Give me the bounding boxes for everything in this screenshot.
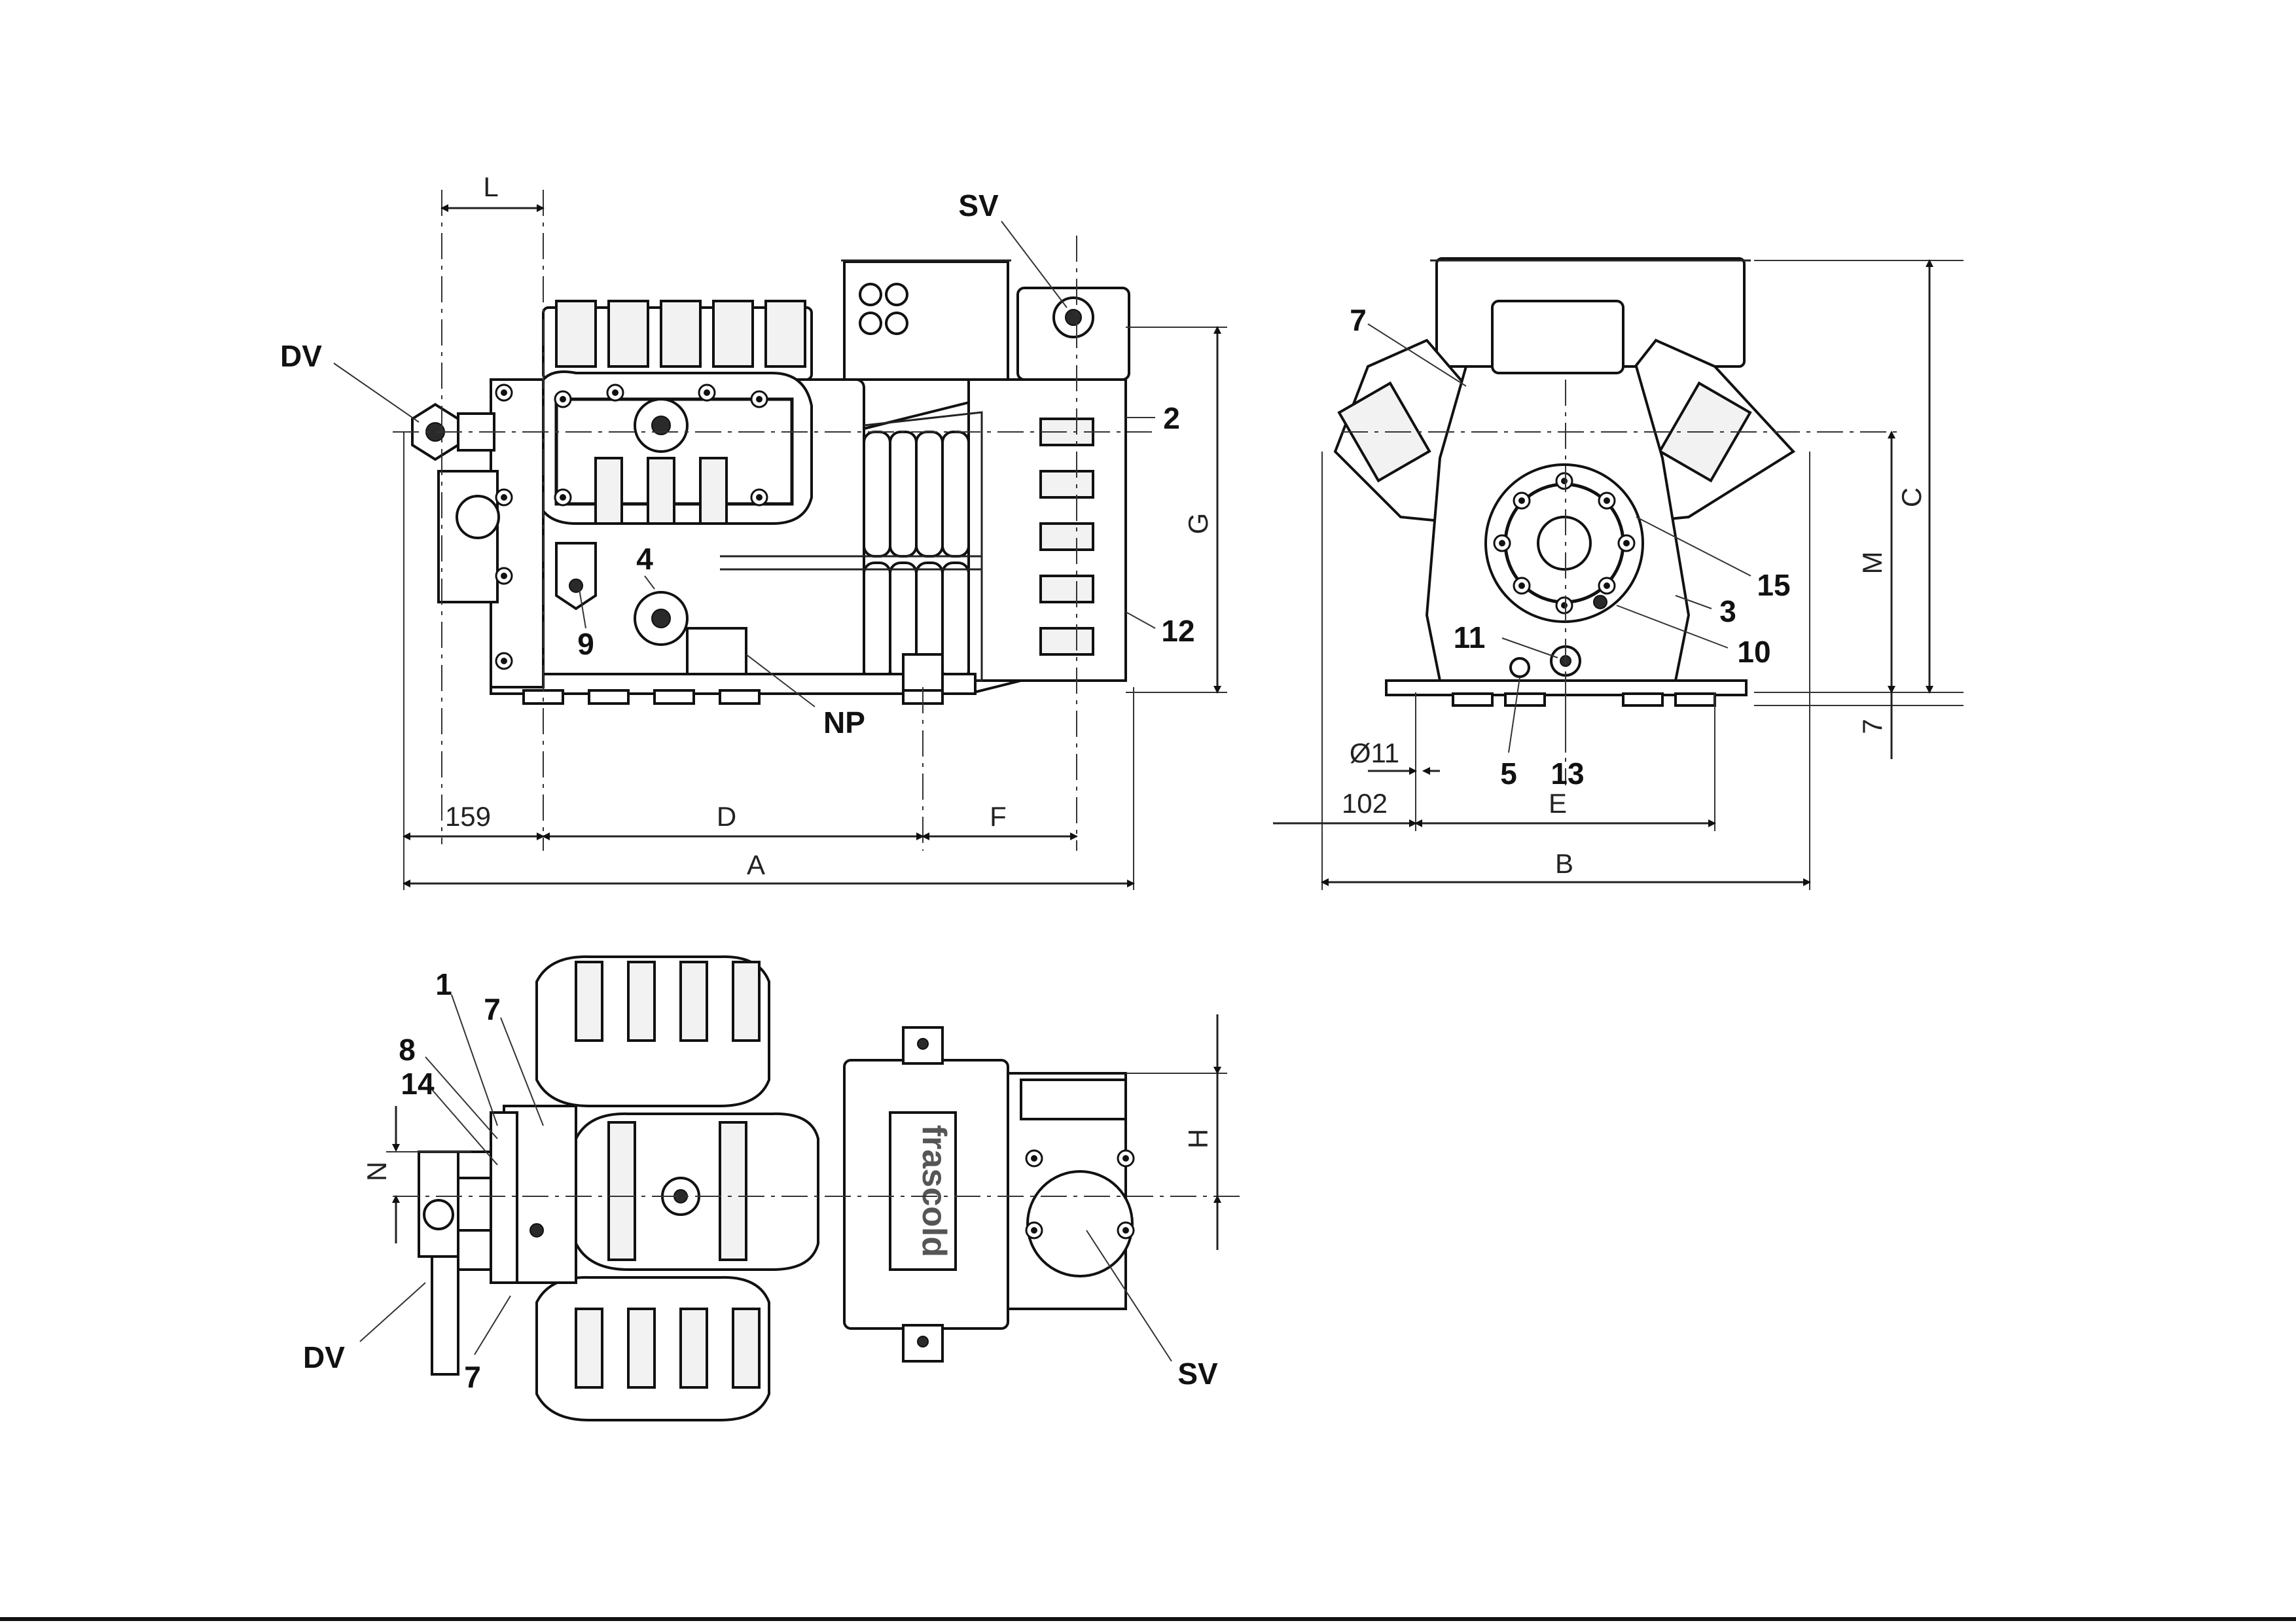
dim-A-label: A — [747, 849, 765, 880]
dim-E-label: E — [1549, 788, 1567, 819]
dim-L-label: L — [483, 171, 498, 202]
callout-DV-side: DV — [280, 339, 322, 373]
side-view-cylinder-head — [535, 300, 813, 525]
callout-11-end: 11 — [1454, 620, 1486, 654]
dim-M-label: M — [1857, 552, 1888, 575]
callout-SV-top: SV — [1177, 1357, 1218, 1391]
callout-12-side: 12 — [1161, 614, 1194, 648]
end-view: C M 7 Ø11 102 E B 7 15 3 10 11 5 13 — [1273, 257, 1964, 890]
dim-C-label: C — [1896, 488, 1927, 507]
callout-5-end: 5 — [1500, 757, 1517, 791]
side-view-feet — [522, 689, 944, 705]
callout-7b-top: 7 — [464, 1360, 481, 1394]
side-view-bellows — [863, 431, 970, 682]
callout-15-end: 15 — [1757, 568, 1790, 602]
callout-4-side: 4 — [636, 542, 653, 576]
dim-F-label: F — [990, 801, 1007, 832]
top-view: frascold H N — [303, 955, 1244, 1421]
callout-14-top: 14 — [401, 1067, 435, 1101]
callout-DV-top: DV — [303, 1340, 345, 1374]
dim-159-label: 159 — [445, 801, 491, 832]
dim-102-label: 102 — [1342, 788, 1388, 819]
dim-H-label: H — [1183, 1129, 1213, 1149]
dim-B-label: B — [1555, 848, 1573, 879]
side-view: L G 159 D F A DV SV 2 4 9 12 NP — [280, 171, 1227, 890]
dim-G-label: G — [1183, 513, 1213, 535]
callout-9-side: 9 — [577, 627, 594, 661]
callout-2-side: 2 — [1163, 401, 1180, 435]
callout-8-top: 8 — [399, 1033, 416, 1067]
callout-10-end: 10 — [1737, 635, 1770, 669]
dim-N-label: N — [361, 1162, 392, 1181]
callout-SV-side: SV — [958, 188, 999, 223]
callout-NP-side: NP — [823, 705, 865, 740]
callout-1-top: 1 — [435, 967, 452, 1001]
side-view-discharge-valve — [411, 402, 495, 461]
callout-7-end: 7 — [1350, 303, 1367, 337]
brand-logo: frascold — [915, 1125, 953, 1257]
dim-D-label: D — [717, 801, 736, 832]
callout-7a-top: 7 — [484, 992, 501, 1026]
dim-7-label: 7 — [1857, 719, 1888, 734]
side-view-left-flange — [437, 378, 545, 688]
callout-13-end: 13 — [1551, 757, 1584, 791]
callout-3-end: 3 — [1719, 594, 1736, 628]
dim-O11-label: Ø11 — [1350, 738, 1399, 768]
